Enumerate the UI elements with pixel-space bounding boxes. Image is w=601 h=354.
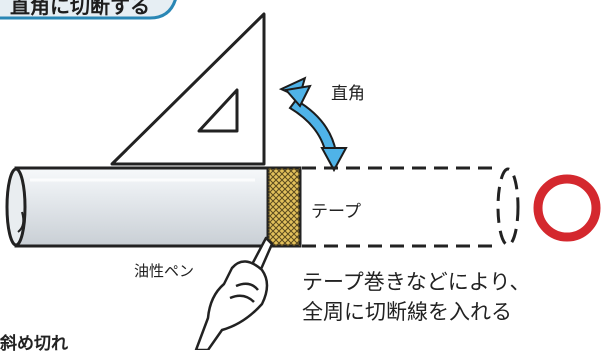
note-line-2: 全周に切断線を入れる [302, 300, 512, 324]
tape-label: テープ [311, 202, 361, 222]
bottom-cut-heading: 斜め切れ [0, 334, 68, 354]
circle-icon [533, 174, 601, 242]
tape-hatch [268, 168, 300, 246]
right-angle-label: 直角 [331, 84, 365, 104]
header-title: 直角に切断する [10, 0, 150, 18]
set-square-icon [110, 12, 266, 166]
hand-pen-icon [194, 236, 274, 350]
pipe [5, 166, 272, 248]
dashed-pipe-outline [302, 166, 520, 248]
note-line-1: テープ巻きなどにより、 [302, 270, 531, 294]
oil-pen-label: 油性ペン [134, 262, 195, 280]
header-bubble [0, 0, 177, 20]
double-arrow-icon [278, 76, 348, 173]
